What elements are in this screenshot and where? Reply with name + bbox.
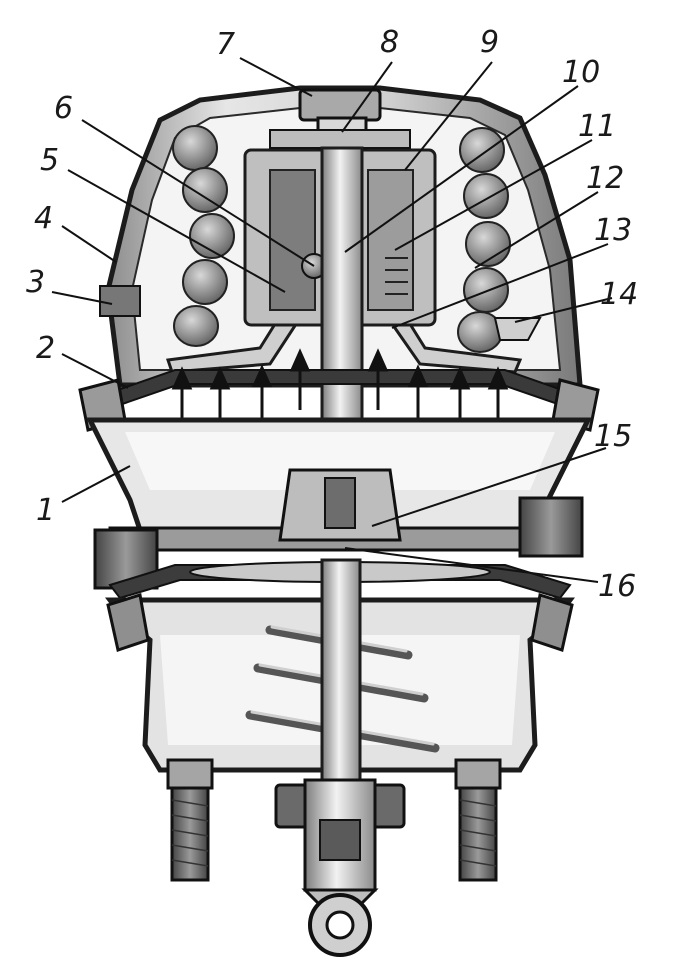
leader-3 (51, 291, 113, 305)
breather-plug (99, 285, 141, 317)
release-bolt-threads (385, 257, 408, 295)
callout-13: 13 (594, 213, 632, 248)
leader-9 (404, 61, 493, 171)
leader-10 (344, 85, 579, 253)
callout-12: 12 (586, 161, 624, 196)
callout-4: 4 (34, 201, 53, 236)
callout-7: 7 (216, 27, 235, 62)
clevis-eye (308, 893, 372, 957)
right-air-port (518, 496, 584, 558)
leader-7 (239, 57, 313, 97)
leader-15 (371, 447, 607, 527)
callout-9: 9 (480, 25, 499, 60)
lower-right-clamp (530, 593, 574, 652)
leader-8 (341, 61, 393, 133)
leader-12 (474, 191, 599, 269)
leader-4 (61, 225, 117, 263)
leader-lines (51, 57, 613, 583)
lower-left-clamp (106, 593, 150, 652)
leader-13 (391, 243, 609, 329)
leader-1 (61, 465, 131, 503)
leader-2 (61, 353, 129, 389)
callout-16: 16 (598, 569, 636, 604)
callout-1: 1 (36, 493, 55, 528)
power-spring-left (172, 125, 235, 347)
callout-10: 10 (562, 55, 600, 90)
leader-5 (67, 169, 286, 293)
callout-11: 11 (578, 109, 616, 144)
lower-push-rod (320, 558, 362, 792)
leader-11 (394, 139, 593, 251)
callout-8: 8 (380, 25, 399, 60)
callout-2: 2 (36, 331, 55, 366)
pressure-arrow-icon (289, 348, 311, 410)
leader-16 (344, 547, 599, 583)
callout-3: 3 (26, 265, 45, 300)
pressure-arrow-icon (367, 348, 389, 410)
callout-6: 6 (54, 91, 73, 126)
callout-labels: 1 2 3 4 5 6 7 8 9 10 11 12 13 14 15 16 (26, 25, 638, 604)
callout-15: 15 (594, 419, 632, 454)
leader-14 (514, 297, 613, 323)
callout-5: 5 (40, 143, 59, 178)
leader-6 (81, 119, 315, 267)
power-spring-right (457, 127, 511, 353)
callout-14: 14 (600, 277, 638, 312)
